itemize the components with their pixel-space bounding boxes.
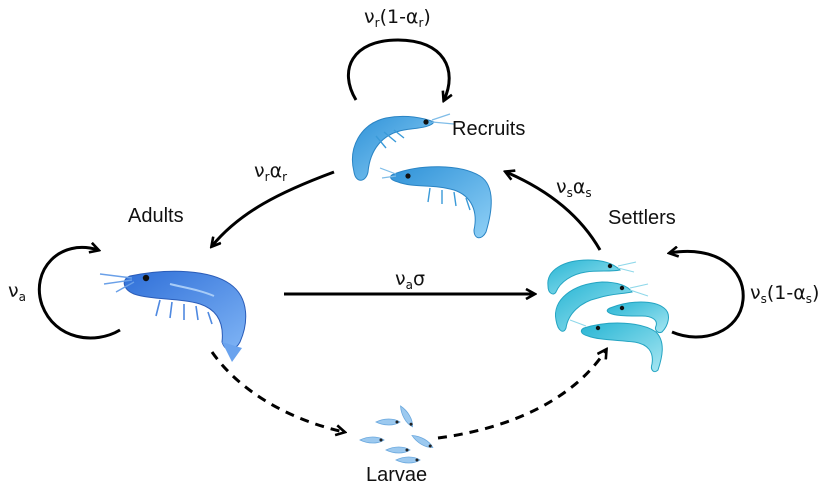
larva-icon xyxy=(385,446,411,454)
recruits-to-adults-arrow xyxy=(212,170,335,246)
settlers-self-loop-arrow xyxy=(670,251,745,339)
adults-to-larvae-arrow xyxy=(210,351,344,432)
rate-label-recruit-to-adult: νrαr xyxy=(254,160,288,184)
rate-label-settler-to-recruit: νsαs xyxy=(556,176,592,200)
shrimp-adult-icon xyxy=(99,270,247,362)
adults-self-loop-arrow xyxy=(37,247,121,340)
stage-label-settlers: Settlers xyxy=(608,207,676,229)
stage-label-larvae: Larvae xyxy=(366,464,428,486)
shrimp-settler-icon xyxy=(547,259,637,295)
shrimp-settler-icon xyxy=(555,281,649,332)
shrimp-settler-icon xyxy=(569,319,663,373)
settlers-to-recruits-arrow xyxy=(506,172,602,251)
shrimp-recruit-icon xyxy=(379,166,492,239)
larva-icon xyxy=(400,405,413,428)
larva-icon xyxy=(395,456,421,464)
rate-label-settler-stay: νs(1-αs) xyxy=(750,282,820,306)
stage-label-adults: Adults xyxy=(128,205,184,227)
shrimp-recruit-icon xyxy=(352,113,455,181)
larva-icon xyxy=(375,418,401,426)
rate-label-adult-to-settler: νaσ xyxy=(395,268,426,292)
larva-icon xyxy=(411,435,434,448)
larva-icon xyxy=(359,436,385,444)
recruits-self-loop-arrow xyxy=(346,38,449,100)
stage-label-recruits: Recruits xyxy=(452,118,526,140)
rate-label-adult-stay: νa xyxy=(8,280,26,304)
rate-label-recruit-stay: νr(1-αr) xyxy=(364,6,431,30)
shrimp-settler-icon xyxy=(606,301,669,333)
larvae-to-settlers-arrow xyxy=(437,350,606,440)
